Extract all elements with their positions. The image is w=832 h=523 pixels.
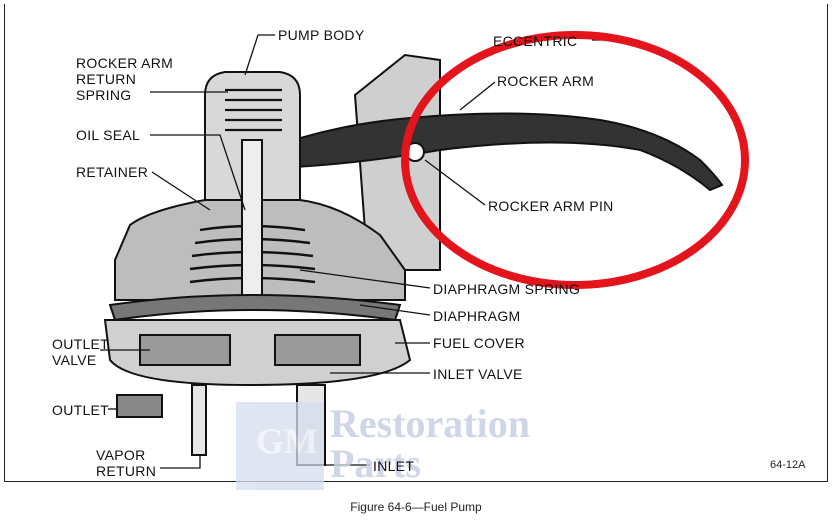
- highlight-circle: [401, 31, 749, 289]
- label-oil-seal: OIL SEAL: [76, 127, 141, 143]
- label-pump-body: PUMP BODY: [278, 27, 365, 43]
- figure-frame: [4, 4, 828, 482]
- label-diaphragm: DIAPHRAGM: [433, 308, 521, 324]
- label-rocker-arm-pin: ROCKER ARM PIN: [488, 198, 614, 214]
- label-rocker-arm-return-spring: ROCKER ARM RETURN SPRING: [76, 55, 174, 103]
- label-retainer: RETAINER: [76, 164, 149, 180]
- label-outlet-valve: OUTLET VALVE: [52, 336, 110, 368]
- figure-caption: Figure 64-6—Fuel Pump: [350, 500, 482, 514]
- figure-number: 64-12A: [770, 459, 806, 471]
- watermark-line-1: Restoration: [330, 401, 530, 446]
- watermark-logo-text: GM: [256, 421, 318, 461]
- watermark-line-2: Parts: [330, 441, 422, 486]
- label-eccentric: ECCENTRIC: [493, 33, 578, 49]
- label-diaphragm-spring: DIAPHRAGM SPRING: [433, 281, 581, 297]
- label-inlet: INLET: [373, 458, 415, 474]
- label-rocker-arm: ROCKER ARM: [497, 73, 595, 89]
- label-outlet: OUTLET: [52, 402, 110, 418]
- label-inlet-valve: INLET VALVE: [433, 366, 523, 382]
- label-fuel-cover: FUEL COVER: [433, 335, 525, 351]
- watermark-logo: GM: [236, 402, 324, 490]
- label-vapor-return: VAPOR RETURN: [96, 447, 157, 479]
